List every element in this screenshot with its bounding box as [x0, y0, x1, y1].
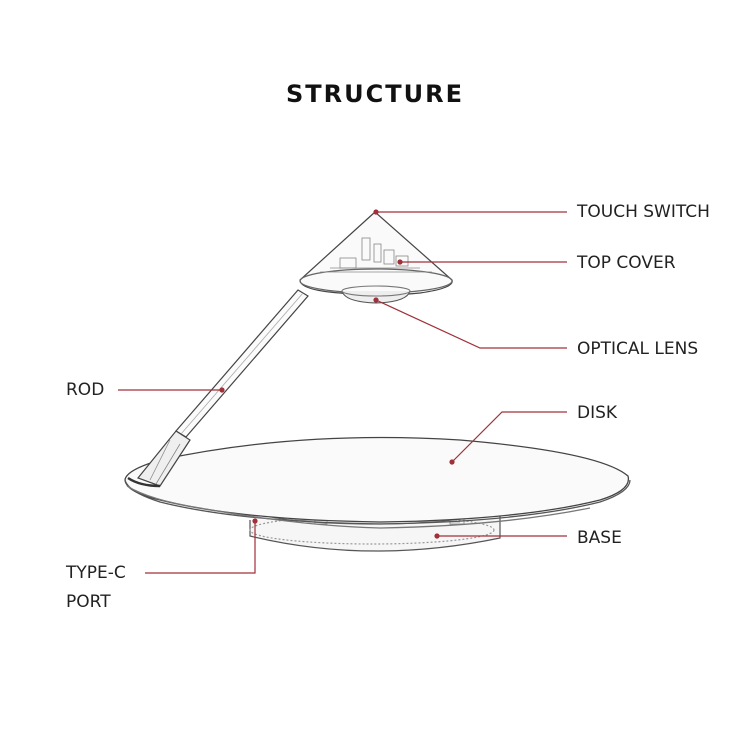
- label-touch-switch: TOUCH SWITCH: [577, 202, 710, 222]
- label-disk: DISK: [577, 403, 618, 423]
- leader-disk: [451, 411, 567, 463]
- optical-lens-part: [341, 285, 411, 304]
- label-top-cover: TOP COVER: [577, 253, 676, 273]
- leader-optical-lens: [375, 299, 567, 349]
- label-optical-lens: OPTICAL LENS: [577, 339, 699, 359]
- dot-top-cover: [397, 259, 403, 265]
- leader-lines: [118, 211, 567, 574]
- dot-base: [434, 533, 440, 539]
- dot-type-c: [252, 518, 258, 524]
- leader-dots: [219, 209, 455, 539]
- page-title: STRUCTURE: [286, 80, 464, 108]
- dot-rod: [219, 387, 225, 393]
- dot-disk: [449, 459, 455, 465]
- dot-optical-lens: [373, 297, 379, 303]
- top-cover-part: [299, 211, 453, 296]
- label-type-c-line1: TYPE-C: [66, 563, 126, 583]
- label-type-c-line2: PORT: [66, 592, 111, 612]
- dot-touch-switch: [373, 209, 379, 215]
- disk-part: [124, 436, 631, 529]
- rod-part: [127, 289, 309, 488]
- label-base: BASE: [577, 528, 622, 548]
- label-rod: ROD: [66, 380, 105, 400]
- leader-type-c: [145, 521, 256, 574]
